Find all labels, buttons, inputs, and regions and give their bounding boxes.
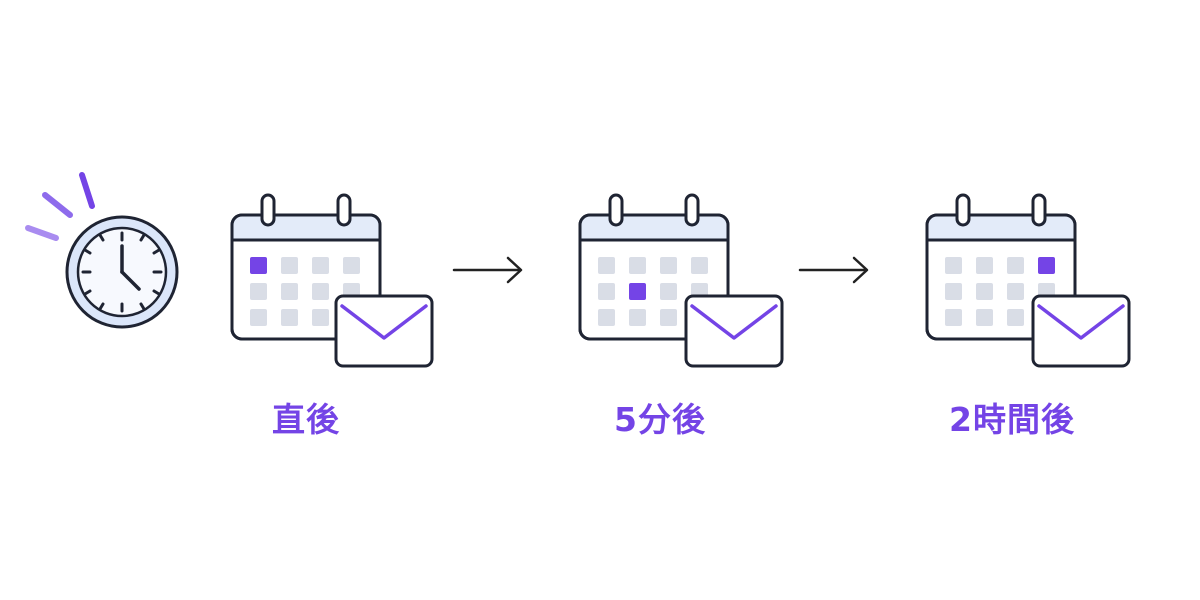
- calendar-day-cell: [312, 309, 329, 326]
- mail-envelope-icon: [1031, 294, 1131, 368]
- calendar-day-cell: [629, 309, 646, 326]
- alert-ray: [79, 172, 95, 209]
- calendar-day-cell: [1007, 283, 1024, 300]
- calendar-day-cell: [945, 309, 962, 326]
- calendar-day-cell: [1007, 257, 1024, 274]
- calendar-day-cell: [629, 257, 646, 274]
- calendar-day-cell: [343, 257, 360, 274]
- calendar-day-cell: [598, 257, 615, 274]
- calendar-day-cell: [976, 309, 993, 326]
- calendar-day-cell: [598, 283, 615, 300]
- calendar-highlighted-day: [629, 283, 646, 300]
- calendar-day-cell: [691, 257, 708, 274]
- clock-minute-hand: [120, 270, 141, 291]
- calendar-day-cell: [1007, 309, 1024, 326]
- calendar-day-cell: [250, 309, 267, 326]
- step-label-5-minutes-later: 5分後: [614, 400, 706, 439]
- calendar-day-cell: [281, 283, 298, 300]
- alert-ray: [42, 192, 73, 218]
- calendar-day-cell: [281, 257, 298, 274]
- calendar-day-cell: [281, 309, 298, 326]
- step-label-immediately: 直後: [272, 400, 340, 439]
- calendar-day-cell: [976, 257, 993, 274]
- alert-ray: [25, 225, 59, 241]
- calendar-day-cell: [945, 283, 962, 300]
- calendar-day-cell: [945, 257, 962, 274]
- mail-envelope-icon: [334, 294, 434, 368]
- arrow-right-icon: [452, 256, 523, 284]
- clock-ticks: [81, 231, 163, 313]
- calendar-day-cell: [976, 283, 993, 300]
- calendar-day-cell: [598, 309, 615, 326]
- calendar-day-cell: [660, 257, 677, 274]
- calendar-day-cell: [660, 309, 677, 326]
- calendar-day-cell: [312, 283, 329, 300]
- calendar-day-cell: [250, 283, 267, 300]
- step-label-2-hours-later: 2時間後: [949, 400, 1075, 439]
- arrow-right-icon: [798, 256, 869, 284]
- mail-envelope-icon: [684, 294, 784, 368]
- calendar-day-cell: [660, 283, 677, 300]
- alarm-clock-icon: [25, 172, 179, 329]
- calendar-day-cell: [312, 257, 329, 274]
- calendar-highlighted-day: [250, 257, 267, 274]
- calendar-highlighted-day: [1038, 257, 1055, 274]
